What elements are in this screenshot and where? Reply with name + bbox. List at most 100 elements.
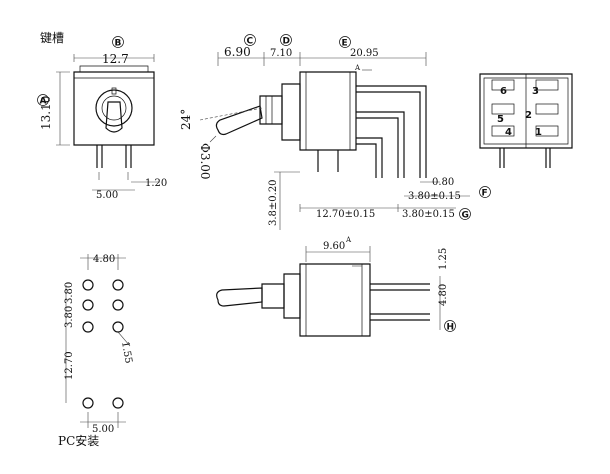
- svg-text:A: A: [40, 97, 47, 107]
- front-pin-left: [96, 145, 103, 168]
- dim-9-60: 9.60: [323, 241, 345, 252]
- callout-h: H: [444, 320, 456, 333]
- pcb-hole: [82, 397, 94, 409]
- pin-label-2: 2: [525, 110, 532, 121]
- callout-g: G: [459, 208, 471, 221]
- svg-text:B: B: [115, 39, 122, 49]
- keyway-title: 键槽: [40, 31, 64, 45]
- pin-label-5: 5: [497, 114, 504, 125]
- side-lever: [215, 105, 263, 136]
- angle-ref-line: [199, 107, 263, 121]
- bottom-inner: [483, 74, 569, 148]
- side-v-bushing: [261, 283, 285, 309]
- dim-3-80-b: 3.80±0.15: [402, 209, 455, 220]
- front-bushing-outer: [95, 89, 133, 127]
- side-body-inner: [305, 72, 351, 150]
- dim-20-95: 20.95: [350, 48, 379, 59]
- callout-d: D: [280, 34, 292, 47]
- pcb-dim-5-00: 5.00: [92, 424, 114, 435]
- dim-1-25: 1.25: [438, 248, 449, 270]
- dim-6-90: 6.90: [224, 45, 251, 59]
- front-lever: [105, 101, 123, 133]
- pcb-hole: [82, 279, 94, 291]
- side-body: [299, 71, 357, 151]
- dim-height-13-10: 13.10: [39, 96, 53, 130]
- terminal-slot-1: [535, 125, 559, 137]
- side-view: 6.90 7.10 20.95 A 24° Φ3.00 3.8±0.20 0.8…: [179, 34, 491, 230]
- dim-top-chain: [217, 52, 427, 66]
- side-terminal-upper: [356, 85, 427, 178]
- pcb-dim-4-80-line: [80, 254, 126, 270]
- pcb-hole: [112, 397, 124, 409]
- svg-text:H: H: [447, 323, 455, 333]
- pcb-hole: [82, 299, 94, 311]
- dim-12-70-line: [299, 204, 456, 212]
- pcb-dim-4-80: 4.80: [93, 254, 115, 265]
- pin-label-1: 1: [535, 127, 542, 138]
- side-flange: [281, 83, 301, 141]
- dim-7-10: 7.10: [270, 48, 292, 59]
- dim-height-line: [56, 71, 70, 146]
- pcb-hole: [112, 279, 124, 291]
- pin-label-4: 4: [505, 127, 512, 138]
- svg-text:D: D: [283, 37, 290, 47]
- bottom-view: 6 3 5 2 4 1: [479, 73, 573, 168]
- side-v-terminal-lower: [370, 313, 430, 321]
- pc-mount-label: PC安装: [58, 433, 99, 448]
- dim-3-8-line: [274, 171, 300, 230]
- side-bushing-thread: [265, 96, 273, 124]
- side-v-terminal-upper: [370, 283, 430, 291]
- dim-3-8: 3.8±0.20: [268, 179, 279, 226]
- pin-label-6: 6: [500, 86, 507, 97]
- terminal-slot-6: [491, 79, 515, 91]
- svg-text:F: F: [482, 189, 488, 199]
- front-pin-right: [125, 145, 132, 168]
- dim-pitch-line: [92, 172, 135, 191]
- pcb-dim-5-00-line: [80, 412, 126, 428]
- dim-pin-1-20: 1.20: [145, 178, 167, 189]
- svg-text:E: E: [342, 39, 348, 49]
- svg-text:C: C: [247, 37, 254, 47]
- bottom-body: [479, 73, 573, 149]
- dim-12-70: 12.70±0.15: [316, 209, 375, 220]
- callout-b: B: [112, 36, 124, 49]
- pcb-dim-3-80-mid: 3.80: [64, 306, 75, 328]
- terminal-slot-5: [491, 103, 515, 115]
- dim-9-60-line: [305, 246, 371, 262]
- dim-angle-24: 24°: [179, 109, 193, 130]
- front-bushing-inner: [101, 95, 127, 121]
- pcb-dim-1-55: 1.55: [119, 341, 134, 365]
- side-view-vertical: 9.60 1.25 4.80 A H: [216, 236, 456, 337]
- section-mark-bottom: A: [345, 236, 352, 244]
- callout-c: C: [244, 34, 256, 47]
- terminal-slot-4: [491, 125, 515, 137]
- dim-dia-leader: [209, 135, 217, 143]
- pcb-hole: [82, 321, 94, 333]
- pcb-hole: [112, 299, 124, 311]
- side-bushing: [259, 95, 283, 125]
- callout-a: A: [37, 94, 49, 107]
- section-mark-top: A: [354, 64, 361, 72]
- front-body-outline: [73, 71, 155, 146]
- front-keyway-notch: [111, 87, 117, 95]
- side-v-flange: [283, 273, 301, 319]
- dim-dia-3-00: Φ3.00: [198, 143, 212, 180]
- pcb-dim-12-70: 12.70: [64, 351, 75, 380]
- side-terminal-middle: [356, 111, 405, 178]
- terminal-slot-2: [535, 103, 559, 115]
- bottom-mount-pins: [499, 148, 551, 168]
- dim-width-12-7: 12.7: [102, 52, 129, 66]
- side-terminal-lower: [356, 137, 383, 178]
- front-view: 12.7 13.10 5.00 1.20: [39, 52, 167, 201]
- side-mount-pins: [317, 150, 339, 172]
- dim-3-80-a: 3.80±0.15: [408, 191, 461, 202]
- pcb-dim-3-80-top: 3.80: [64, 282, 75, 304]
- callout-f: F: [479, 186, 491, 199]
- pcb-hole: [112, 321, 124, 333]
- side-v-lever: [216, 287, 263, 307]
- dim-pitch-5-00: 5.00: [96, 190, 118, 201]
- callout-e: E: [339, 36, 351, 49]
- pin-label-3: 3: [532, 86, 539, 97]
